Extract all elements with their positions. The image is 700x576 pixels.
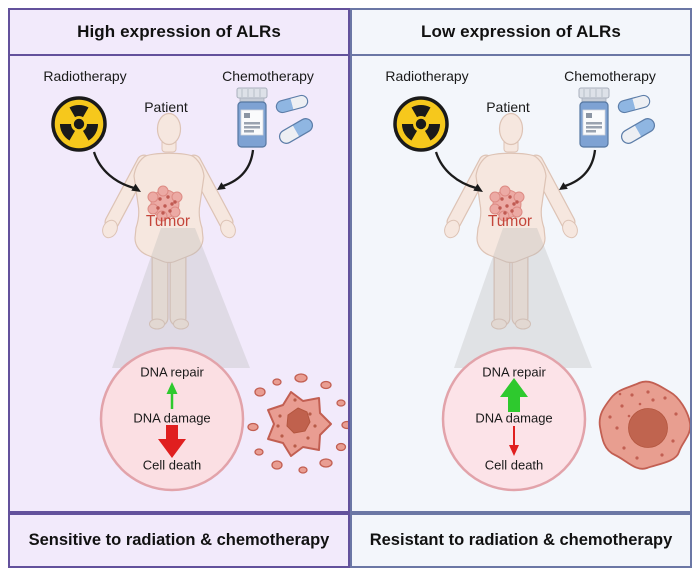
- cell-death-down-arrow-icon: [509, 426, 519, 456]
- radiotherapy-arrow: [92, 151, 141, 192]
- tumor-label: Tumor: [145, 213, 191, 230]
- dna-repair-up-arrow-icon: [166, 382, 178, 409]
- radiation-icon: [51, 96, 107, 152]
- chemotherapy-arrow: [217, 149, 255, 190]
- tumor-icon: [489, 185, 525, 222]
- panel-low-alr: Low expression of ALRs: [350, 8, 692, 568]
- illustration-canvas: [393, 87, 690, 492]
- panel-high-alr: High expression of ALRs: [8, 8, 350, 568]
- dna-damage-label: DNA damage: [475, 410, 553, 426]
- capsule-icon: [617, 94, 651, 114]
- resistant-cell-icon: [598, 380, 690, 470]
- capsule-icon: [275, 94, 309, 114]
- cell-death-down-arrow-icon: [158, 425, 186, 458]
- radiotherapy-label: Radiotherapy: [385, 68, 469, 84]
- dna-repair-label: DNA repair: [140, 364, 204, 380]
- mechanism-circle: [441, 346, 587, 492]
- chemotherapy-label: Chemotherapy: [222, 68, 314, 84]
- dna-repair-up-arrow-icon: [500, 378, 528, 412]
- patient-figure: [444, 112, 578, 330]
- cell-death-label: Cell death: [142, 457, 202, 473]
- tumor-label: Tumor: [487, 213, 533, 230]
- mechanism-circle: [99, 346, 245, 492]
- zoom-cone: [454, 228, 592, 368]
- radiotherapy-label: Radiotherapy: [43, 68, 127, 84]
- zoom-cone: [112, 228, 250, 368]
- panel-illustration: Radiotherapy Patient Chemotherapy Tumor …: [350, 56, 692, 513]
- cell-death-label: Cell death: [484, 457, 544, 473]
- panel-conclusion: Resistant to radiation & chemotherapy: [350, 513, 692, 568]
- panel-conclusion: Sensitive to radiation & chemotherapy: [8, 513, 350, 568]
- patient-label: Patient: [486, 99, 530, 115]
- chemotherapy-label: Chemotherapy: [564, 68, 656, 84]
- dna-damage-label: DNA damage: [133, 410, 211, 426]
- apoptotic-cell-icon: [247, 373, 348, 474]
- illustration-canvas: [51, 87, 348, 492]
- patient-label: Patient: [144, 99, 188, 115]
- radiotherapy-arrow: [434, 151, 483, 192]
- capsule-icon: [620, 118, 656, 144]
- dna-repair-label: DNA repair: [482, 364, 546, 380]
- radiation-icon: [393, 96, 449, 152]
- pill-bottle-icon: [236, 87, 268, 148]
- panel-illustration: Radiotherapy Patient Chemotherapy Tumor …: [8, 56, 350, 513]
- tumor-icon: [147, 185, 183, 222]
- panel-title: Low expression of ALRs: [350, 8, 692, 56]
- pill-bottle-icon: [578, 87, 610, 148]
- panel-title: High expression of ALRs: [8, 8, 350, 56]
- capsule-icon: [278, 118, 314, 144]
- chemotherapy-arrow: [559, 149, 597, 190]
